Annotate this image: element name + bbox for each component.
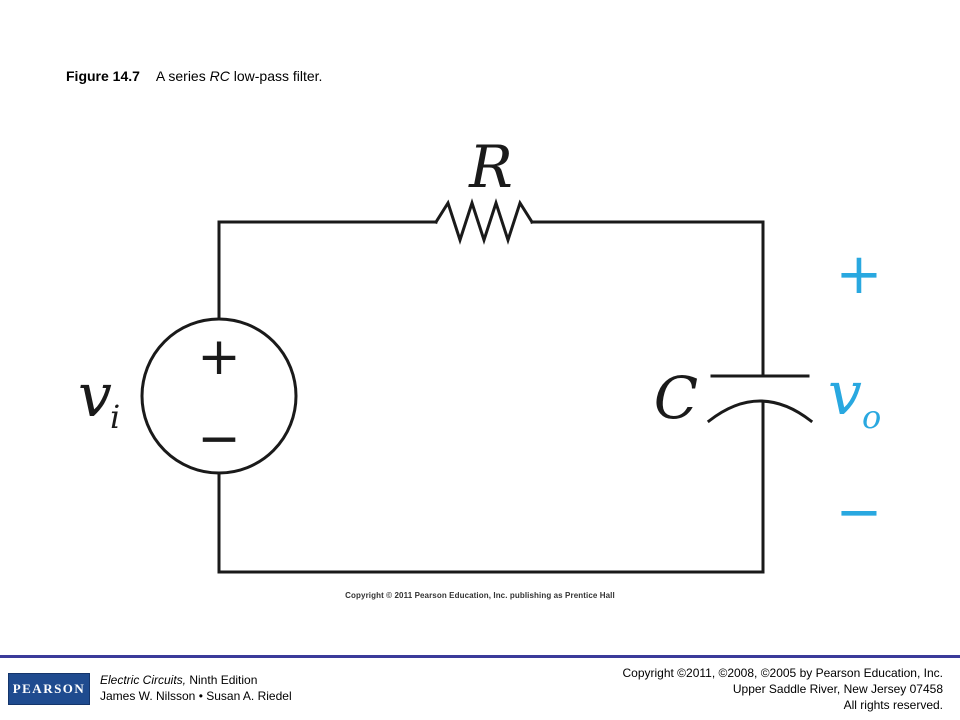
publisher-copyright-line3: All rights reserved. bbox=[843, 698, 943, 712]
figure-number: Figure 14.7 bbox=[66, 68, 140, 84]
input-voltage-symbol: v bbox=[78, 361, 112, 431]
pearson-logo: PEARSON bbox=[8, 673, 90, 705]
caption-text-italic: RC bbox=[209, 68, 230, 84]
publisher-copyright: Copyright ©2011, ©2008, ©2005 by Pearson… bbox=[622, 665, 943, 713]
output-voltage-symbol: v bbox=[828, 359, 862, 429]
caption-text-before: A series bbox=[155, 68, 210, 84]
voltage-source-circle bbox=[140, 317, 298, 475]
book-info: Electric Circuits, Ninth Edition James W… bbox=[100, 672, 292, 704]
input-voltage-subscript: i bbox=[110, 398, 120, 436]
source-minus-sign: − bbox=[197, 409, 241, 469]
book-title-line: Electric Circuits, Ninth Edition bbox=[100, 672, 292, 688]
figure-copyright: Copyright © 2011 Pearson Education, Inc.… bbox=[345, 591, 615, 600]
book-authors: James W. Nilsson • Susan A. Riedel bbox=[100, 689, 292, 703]
publisher-copyright-line1: Copyright ©2011, ©2008, ©2005 by Pearson… bbox=[622, 666, 943, 680]
capacitor-plate-curved bbox=[706, 399, 814, 424]
resistor-zigzag bbox=[433, 198, 535, 245]
figure-caption: Figure 14.7 A series RC low-pass filter. bbox=[66, 68, 322, 84]
output-minus-sign: − bbox=[836, 480, 883, 545]
source-plus-sign: + bbox=[197, 327, 241, 387]
book-edition: Ninth Edition bbox=[186, 673, 258, 687]
publisher-copyright-line2: Upper Saddle River, New Jersey 07458 bbox=[732, 682, 943, 696]
book-title: Electric Circuits, bbox=[100, 673, 187, 687]
resistor-label: R bbox=[468, 133, 513, 201]
output-plus-sign: + bbox=[836, 242, 883, 307]
output-voltage-subscript: o bbox=[862, 398, 881, 436]
footer-divider bbox=[0, 655, 960, 658]
caption-text-after: low-pass filter. bbox=[229, 68, 323, 84]
pearson-logo-text: PEARSON bbox=[12, 681, 86, 696]
capacitor-label: C bbox=[654, 364, 698, 432]
